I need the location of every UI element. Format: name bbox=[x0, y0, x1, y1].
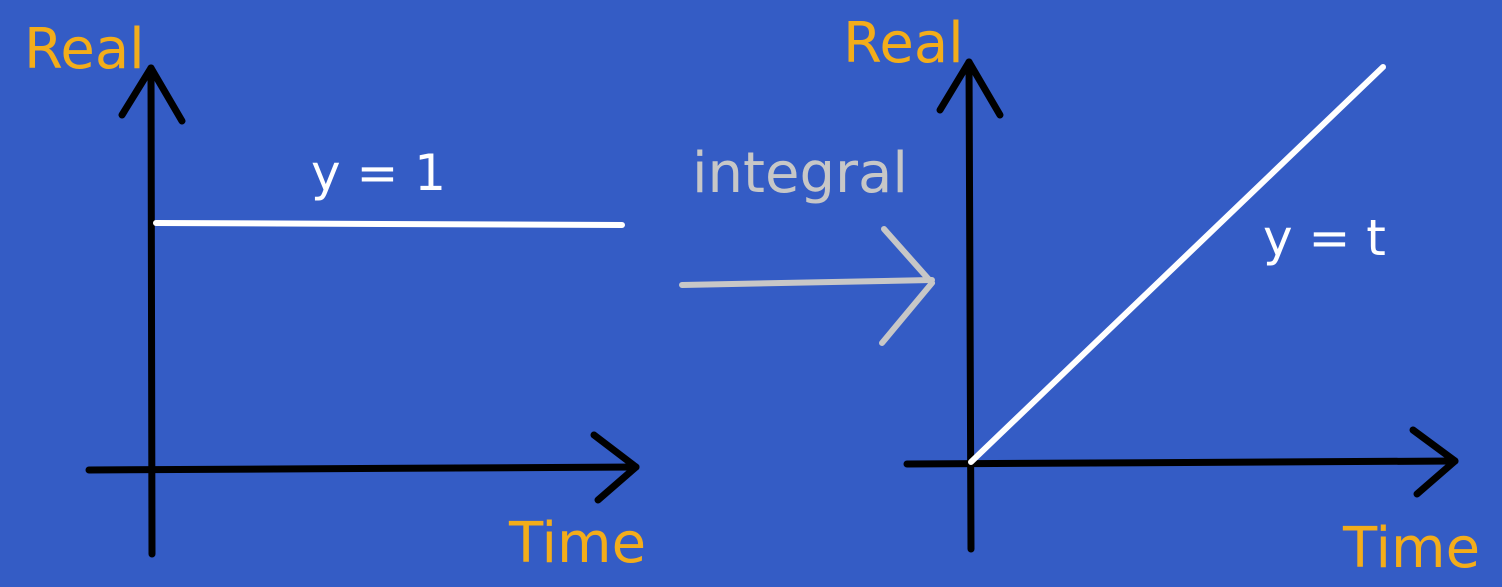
right-y-axis bbox=[965, 58, 975, 553]
left-function-line bbox=[153, 220, 625, 228]
right-x-arrowhead-icon bbox=[1409, 426, 1459, 498]
operator-label: integral bbox=[692, 141, 908, 206]
left-graph bbox=[85, 64, 640, 558]
left-y-axis bbox=[147, 64, 156, 558]
operator-arrow-icon bbox=[679, 226, 935, 346]
left-function-label: y = 1 bbox=[311, 144, 447, 202]
left-x-arrowhead-icon bbox=[590, 431, 640, 504]
right-function-line bbox=[968, 64, 1386, 465]
left-y-axis-label: Real bbox=[24, 17, 145, 82]
right-function-label: y = t bbox=[1263, 209, 1386, 267]
right-x-axis-label: Time bbox=[1343, 516, 1481, 581]
right-x-axis bbox=[903, 457, 1459, 468]
left-x-axis bbox=[85, 463, 640, 474]
right-graph bbox=[903, 58, 1459, 553]
left-y-arrowhead-icon bbox=[118, 64, 186, 125]
left-x-axis-label: Time bbox=[509, 511, 647, 576]
right-y-axis-label: Real bbox=[843, 11, 964, 76]
right-y-arrowhead-icon bbox=[936, 58, 1004, 119]
